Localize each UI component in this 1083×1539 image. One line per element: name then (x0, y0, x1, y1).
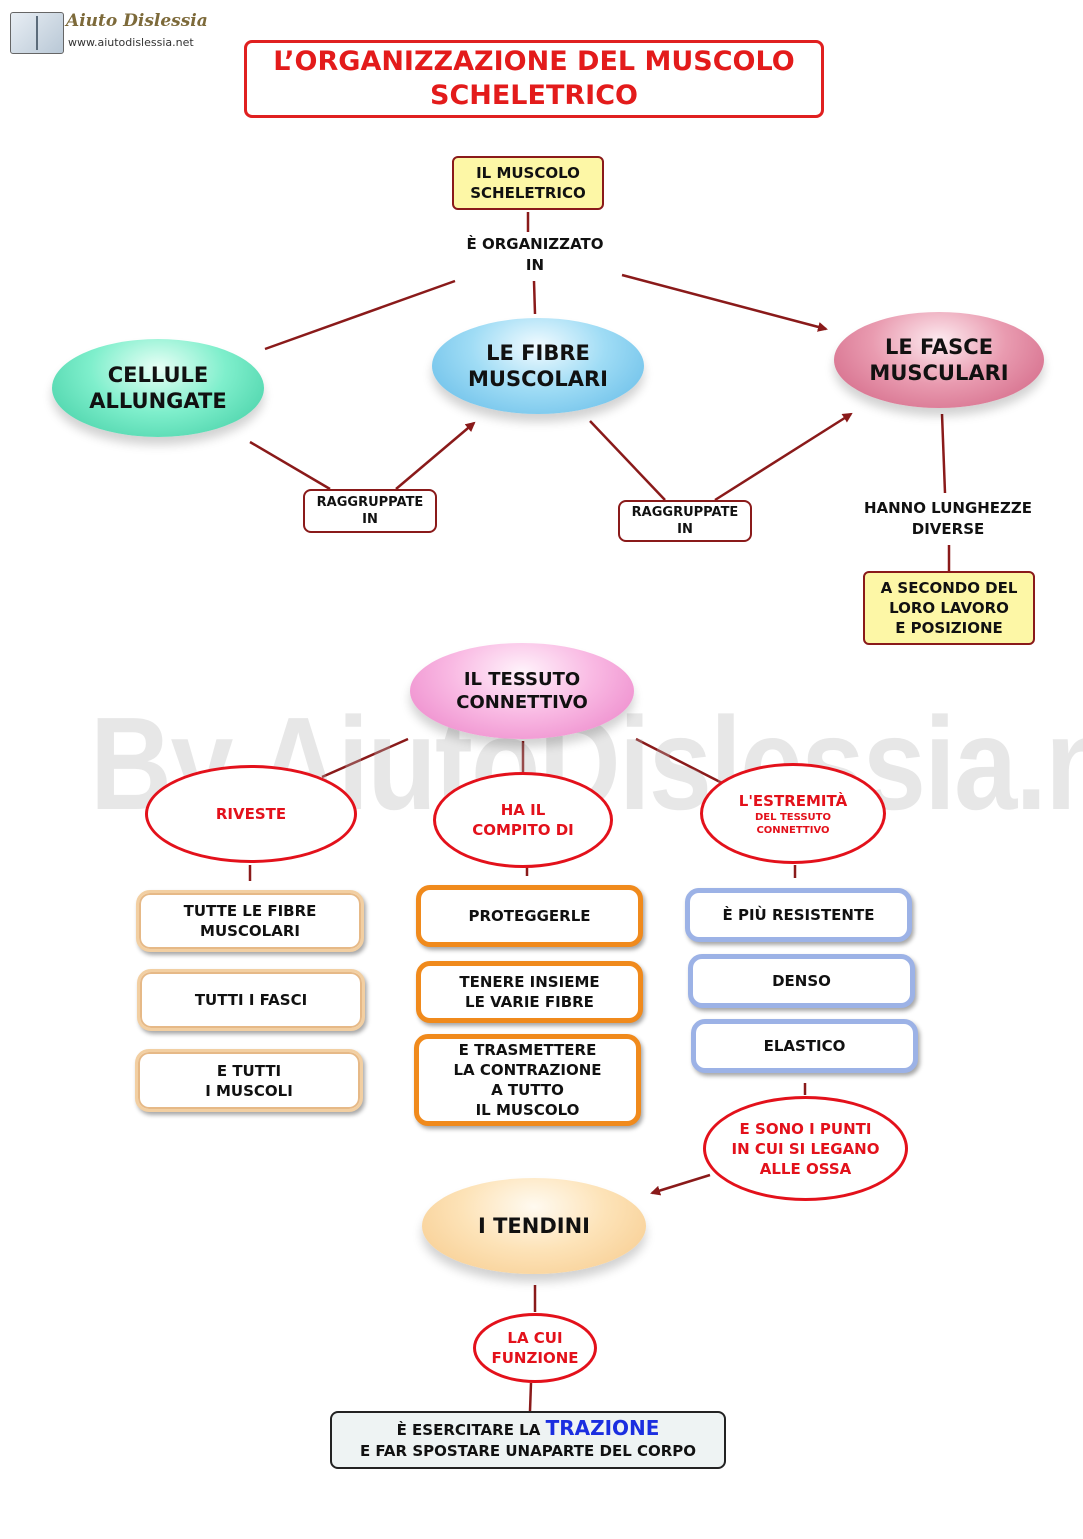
node-text: LORO LAVORO (889, 599, 1009, 617)
line-label-to-cells (264, 279, 456, 351)
node-text: ALLUNGATE (89, 389, 227, 413)
logo-url: www.aiutodislessia.net (68, 36, 194, 49)
oval-function: LA CUI FUNZIONE (473, 1313, 597, 1383)
box-elastic: ELASTICO (691, 1019, 918, 1073)
link-grouped-right: RAGGRUPPATE IN (618, 500, 752, 542)
link-text: DIVERSE (911, 520, 985, 538)
final-text: E FAR SPOSTARE UNAPARTE DEL CORPO (359, 1442, 697, 1460)
oval-text: RIVESTE (215, 805, 287, 823)
page-title: L’ORGANIZZAZIONE DEL MUSCOLO SCHELETRICO (244, 40, 824, 118)
oval-text: IN CUI SI LEGANO (731, 1139, 880, 1158)
node-text: MUSCOLARI (468, 367, 608, 391)
node-text: CONNETTIVO (456, 692, 588, 713)
site-logo[interactable]: Aiuto Dislessia www.aiutodislessia.net (10, 10, 208, 56)
node-text: IL MUSCOLO (476, 164, 580, 182)
oval-text: LA CUI (507, 1329, 563, 1347)
box-text: I MUSCOLI (205, 1081, 293, 1100)
box-text: PROTEGGERLE (468, 907, 591, 925)
box-more-resistant: È PIÙ RESISTENTE (685, 888, 912, 942)
oval-text: HA IL (500, 801, 546, 819)
node-skeletal-muscle: IL MUSCOLO SCHELETRICO (452, 156, 604, 210)
title-line-1: L’ORGANIZZAZIONE DEL MUSCOLO (273, 46, 795, 77)
link-grouped-left: RAGGRUPPATE IN (303, 489, 437, 533)
box-text: MUSCOLARI (200, 922, 300, 940)
box-all-fibers: TUTTE LE FIBRE MUSCOLARI (136, 890, 364, 952)
box-dense: DENSO (688, 954, 915, 1008)
node-text: IL TESSUTO (463, 669, 581, 690)
book-icon (10, 12, 64, 54)
link-text: È ORGANIZZATO (466, 235, 604, 253)
box-text: TENERE INSIEME (459, 973, 600, 991)
oval-covers: RIVESTE (145, 765, 357, 863)
box-all-bundles: TUTTI I FASCI (137, 969, 365, 1031)
line-fibers-to-grouped (589, 420, 666, 501)
link-text: IN (525, 256, 545, 274)
node-text: SCHELETRICO (470, 184, 586, 202)
box-text: TUTTI I FASCI (194, 991, 308, 1009)
box-text: A TUTTO (491, 1081, 564, 1099)
box-text: E TRASMETTERE (458, 1041, 597, 1059)
line-bundles-to-lengths (940, 413, 947, 494)
node-text: LE FASCE (884, 335, 994, 359)
box-protect: PROTEGGERLE (416, 885, 643, 947)
oval-small-text: DEL TESSUTO (754, 811, 832, 823)
oval-bone-attachment: E SONO I PUNTI IN CUI SI LEGANO ALLE OSS… (703, 1096, 908, 1201)
node-text: I TENDINI (477, 1214, 590, 1238)
link-organized-in: È ORGANIZZATO IN (440, 234, 630, 276)
oval-text: E SONO I PUNTI (739, 1119, 872, 1138)
node-text: MUSCULARI (869, 361, 1009, 385)
link-text: IN (362, 512, 378, 527)
line-tissue-to-ends (635, 737, 727, 787)
arrow-bones-to-tendons (650, 1173, 711, 1196)
node-work-and-position: A SECONDO DEL LORO LAVORO E POSIZIONE (863, 571, 1035, 645)
oval-small-text: CONNETTIVO (756, 824, 830, 836)
node-text: A SECONDO DEL (880, 579, 1018, 597)
arrow-label-to-bundles (621, 273, 828, 332)
box-transmit: E TRASMETTERE LA CONTRAZIONE A TUTTO IL … (414, 1034, 641, 1126)
line-cells-to-grouped (249, 440, 331, 491)
line-tissue-to-covers (321, 737, 409, 779)
box-text: LE VARIE FIBRE (465, 993, 594, 1011)
box-text: IL MUSCOLO (475, 1101, 580, 1119)
link-text: IN (677, 522, 693, 537)
link-different-lengths: HANNO LUNGHEZZE DIVERSE (848, 498, 1048, 540)
arrow-grouped-to-bundles (714, 412, 853, 502)
box-text: DENSO (772, 972, 831, 990)
node-text: CELLULE (107, 363, 209, 387)
line-function-to-final (528, 1382, 533, 1412)
oval-ends: L'ESTREMITÀ DEL TESSUTO CONNETTIVO (700, 763, 886, 864)
final-text: È ESERCITARE LA (396, 1421, 546, 1439)
oval-text: L'ESTREMITÀ (738, 791, 848, 810)
link-text: HANNO LUNGHEZZE (863, 499, 1033, 517)
oval-text: COMPITO DI (472, 821, 574, 839)
node-tendons: I TENDINI (422, 1178, 646, 1274)
title-line-2: SCHELETRICO (430, 80, 638, 111)
box-traction: È ESERCITARE LA TRAZIONE E FAR SPOSTARE … (330, 1411, 726, 1469)
node-text: E POSIZIONE (895, 619, 1003, 637)
arrow-grouped-to-fibers (395, 421, 476, 490)
link-text: RAGGRUPPATE (631, 505, 739, 520)
box-text: E TUTTI (216, 1061, 282, 1080)
link-text: RAGGRUPPATE (316, 495, 424, 510)
final-highlight: TRAZIONE (545, 1416, 660, 1440)
box-text: ELASTICO (763, 1037, 846, 1055)
oval-text: FUNZIONE (491, 1349, 579, 1367)
box-text: LA CONTRAZIONE (453, 1061, 602, 1079)
node-text: LE FIBRE (486, 341, 590, 365)
box-hold-together: TENERE INSIEME LE VARIE FIBRE (416, 961, 643, 1023)
oval-text: ALLE OSSA (759, 1159, 852, 1178)
line-label-to-fibers (532, 280, 537, 315)
box-text: TUTTE LE FIBRE (183, 902, 317, 920)
oval-task: HA IL COMPITO DI (433, 772, 613, 868)
logo-name: Aiuto Dislessia (66, 11, 208, 31)
box-text: È PIÙ RESISTENTE (722, 906, 875, 924)
